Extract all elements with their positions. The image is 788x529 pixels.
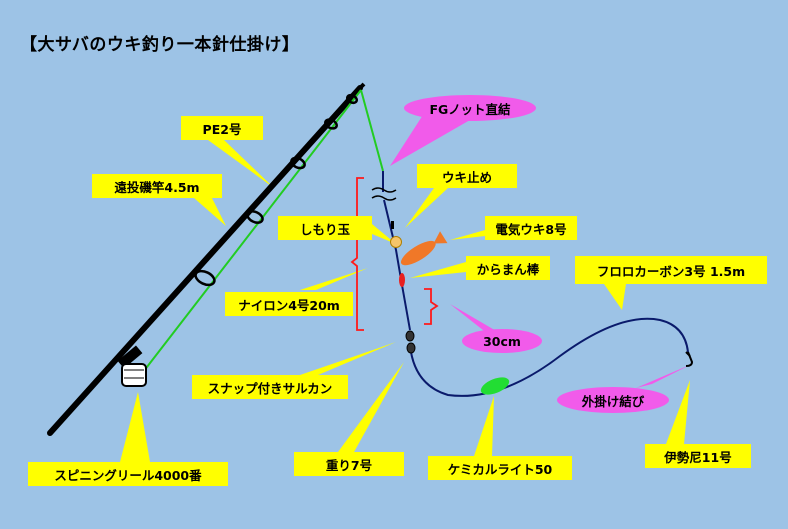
pointer-reel [120, 392, 150, 462]
rod-guide-2 [246, 210, 264, 224]
karaman-stopper [399, 273, 405, 287]
pe-line-to-knot [360, 89, 384, 172]
diagram-title: 【大サバのウキ釣り一本針仕掛け】 [20, 35, 300, 55]
label-distance: 30cm [483, 333, 521, 349]
label-float-stop: ウキ止め [441, 169, 492, 185]
box-distance [462, 329, 542, 353]
rod-blank [47, 85, 363, 436]
pointer-karaman [410, 262, 466, 278]
chemical-light-stick [480, 377, 510, 395]
label-sotokake: 外掛け結び [581, 393, 645, 409]
pointer-chemical-light [474, 396, 494, 456]
label-shimori: しもり玉 [299, 221, 350, 237]
label-fg-knot: FGノット直結 [429, 101, 511, 117]
terminal-tackle [390, 221, 694, 395]
box-float-stop [417, 164, 517, 188]
label-pe-line: PE2号 [202, 121, 242, 137]
swivel-top [405, 330, 415, 342]
pe-line-on-rod [139, 89, 362, 377]
bracket-nylon [350, 177, 364, 331]
shimori-bead [390, 236, 402, 248]
callout-pointers [120, 104, 692, 462]
label-hook: 伊勢尼11号 [664, 449, 732, 465]
rod-guide-3 [290, 156, 306, 170]
label-snap-swivel: スナップ付きサルカン [207, 380, 333, 396]
label-karaman: からまん棒 [476, 261, 540, 277]
pointer-electric-float [450, 230, 485, 240]
length-brackets [350, 177, 439, 331]
reel-spool [121, 363, 147, 387]
electric-float [400, 231, 448, 266]
label-rod: 遠投磯竿4.5m [114, 179, 200, 195]
pointer-snap-swivel [300, 342, 396, 375]
label-reel: スピニングリール4000番 [54, 467, 202, 483]
box-karaman [466, 256, 550, 280]
line-break-mark-2 [371, 195, 397, 201]
box-snap-swivel [192, 375, 348, 399]
pointer-distance [450, 304, 498, 334]
fluorocarbon-leader [409, 317, 689, 397]
spinning-reel [117, 345, 147, 387]
box-chemical-light [428, 456, 572, 480]
pointer-sinker [338, 362, 404, 452]
pointer-shimori [372, 224, 396, 244]
callout-boxes [28, 95, 767, 486]
box-fluorocarbon [575, 256, 767, 284]
label-sinker: 重り7号 [325, 457, 373, 473]
box-hook [645, 444, 751, 468]
swivel-bottom [406, 342, 416, 354]
rod-guide-5 [345, 93, 359, 105]
box-fg-knot [404, 95, 536, 121]
box-rod [92, 174, 222, 198]
rod-guide-1 [194, 269, 216, 287]
rod-guide-4 [324, 118, 338, 130]
hook-shape [685, 351, 694, 367]
pointer-sotokake [636, 364, 692, 388]
fishing-rod [47, 82, 384, 436]
bracket-30cm [424, 288, 439, 325]
pointer-rod [194, 198, 226, 226]
pointer-nylon [300, 268, 368, 290]
box-shimori [278, 216, 372, 240]
label-fluorocarbon: フロロカーボン3号 1.5m [596, 263, 746, 279]
rod-tip [357, 82, 366, 91]
box-nylon [225, 292, 353, 316]
label-chemical-light: ケミカルライト50 [447, 461, 553, 477]
label-nylon: ナイロン4号20m [238, 297, 340, 313]
line-break-mark-1 [371, 187, 397, 193]
box-reel [28, 462, 228, 486]
box-sotokake [557, 387, 669, 413]
box-sinker [294, 452, 404, 476]
pointer-fluorocarbon [604, 284, 626, 310]
main-line [371, 171, 689, 397]
label-electric-float: 電気ウキ8号 [495, 221, 567, 237]
box-pe-line [181, 116, 263, 140]
box-electric-float [485, 216, 577, 240]
pointer-float-stop [405, 188, 448, 228]
float-stop-knot [391, 221, 394, 229]
pointer-pe-line [208, 140, 274, 188]
pointer-hook [666, 380, 690, 444]
